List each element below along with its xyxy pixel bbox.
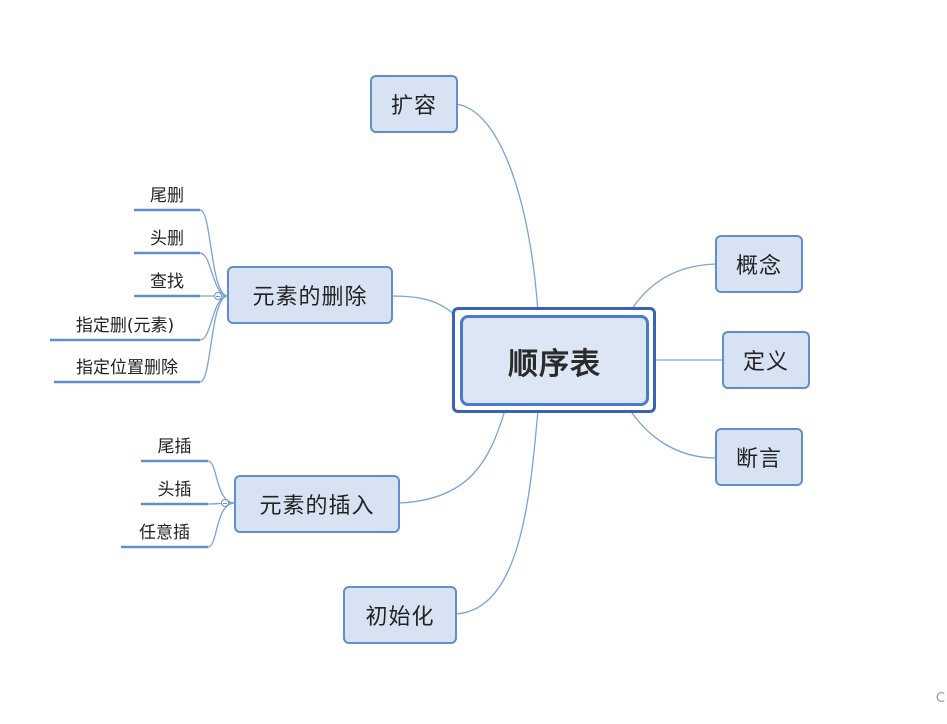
connector-concept: [629, 263, 717, 313]
leaf-any-insert[interactable]: 任意插: [139, 523, 190, 543]
node-expand[interactable]: 扩容: [370, 75, 458, 133]
collapse-toggle-delete[interactable]: [214, 292, 222, 300]
collapse-toggle-insert[interactable]: [221, 499, 229, 507]
leaf-tail-insert[interactable]: 尾插: [157, 437, 192, 457]
node-assert[interactable]: 断言: [715, 428, 803, 486]
center-node[interactable]: 顺序表: [460, 315, 649, 406]
leaf-delete-by-element[interactable]: 指定删(元素): [75, 316, 175, 336]
node-concept[interactable]: 概念: [715, 235, 803, 293]
connector-insert: [398, 409, 506, 504]
connector-expand: [455, 103, 539, 313]
leaf-head-insert[interactable]: 头插: [157, 480, 192, 500]
node-definition[interactable]: 定义: [722, 331, 810, 389]
leaf-delete-by-position[interactable]: 指定位置删除: [76, 358, 178, 378]
leaf-find[interactable]: 查找: [150, 272, 184, 292]
node-init[interactable]: 初始化: [343, 586, 457, 644]
node-delete[interactable]: 元素的删除: [227, 266, 393, 324]
leaf-head-delete[interactable]: 头删: [150, 229, 184, 249]
connector-assert: [629, 409, 717, 459]
connector-delete: [391, 295, 459, 319]
corner-mark: C: [935, 691, 945, 706]
node-insert[interactable]: 元素的插入: [234, 475, 400, 533]
leaf-tail-delete[interactable]: 尾删: [150, 186, 184, 206]
connector-init: [455, 409, 539, 615]
